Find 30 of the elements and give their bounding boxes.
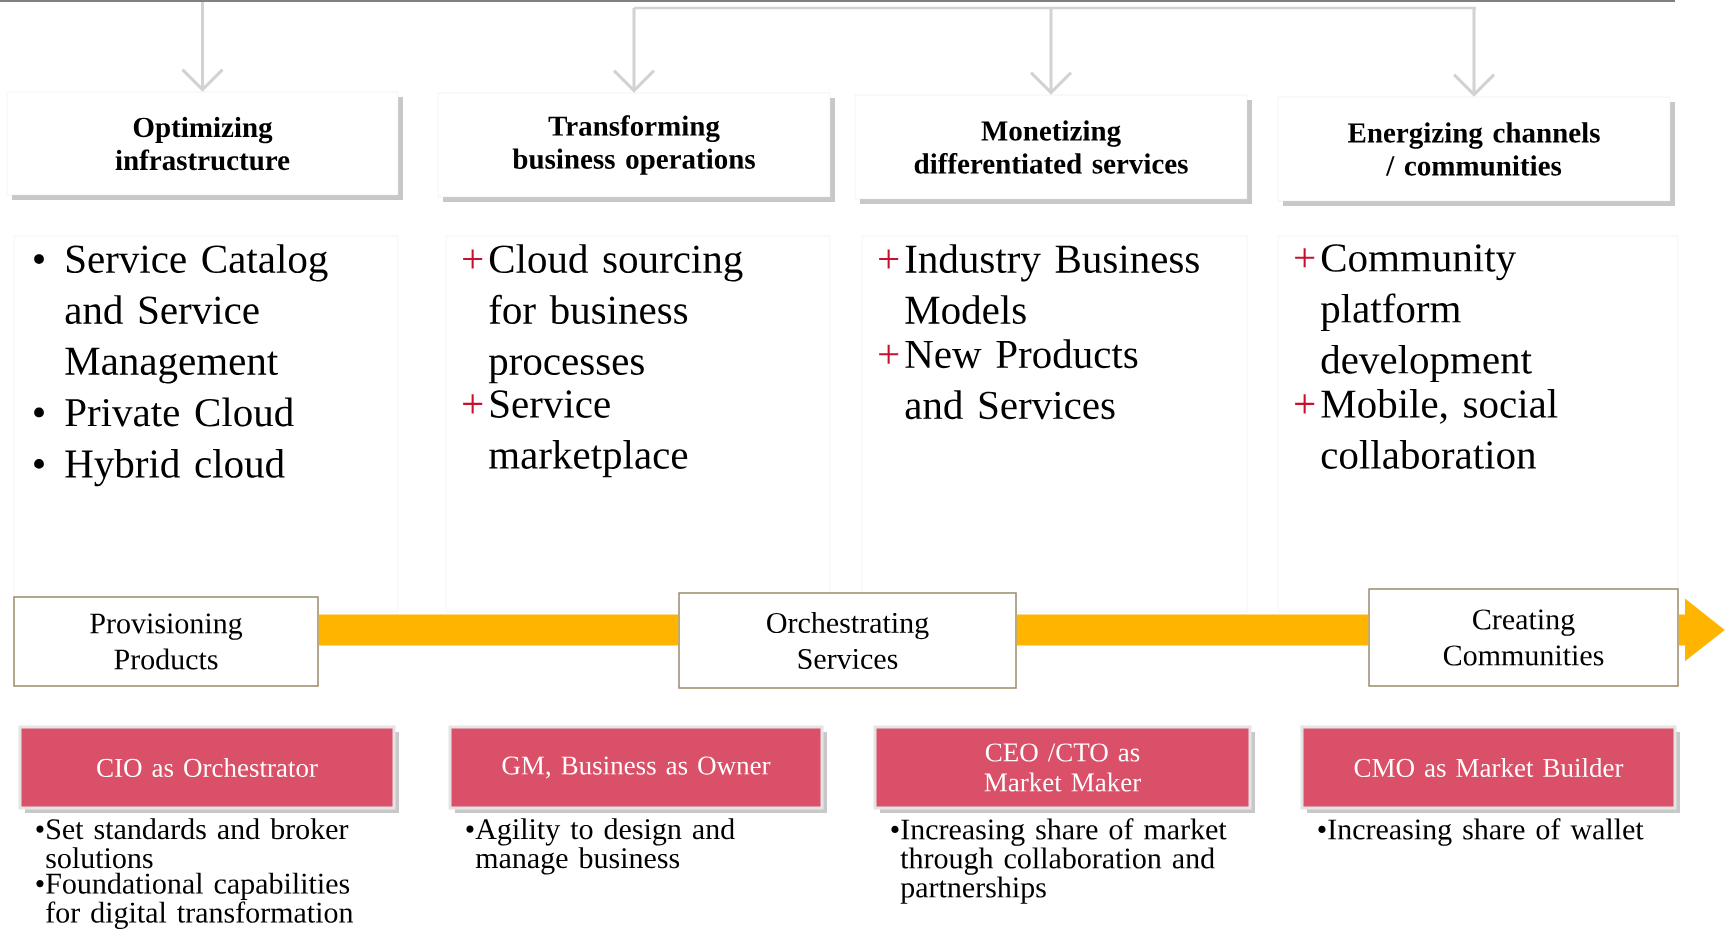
header-box: Energizing channels / communities	[1277, 96, 1675, 206]
bullet-note: •Foundational capabilities for digital transformation	[36, 872, 354, 929]
list-item: • Private Cloud	[34, 397, 294, 427]
arrow	[1452, 8, 1496, 97]
connector-line	[634, 6, 1476, 10]
role-box: CMO as Market Builder	[1300, 725, 1680, 813]
arrow	[612, 8, 656, 93]
header-box: Optimizing infrastructure	[6, 91, 403, 200]
list-item: + New Products and Services	[879, 339, 1138, 420]
stage-box: Creating Communities	[1368, 588, 1679, 687]
arrow	[1029, 8, 1073, 95]
list-item: • Service Catalog and Service Management	[34, 244, 328, 384]
list-item: + Community platform development	[1295, 244, 1532, 383]
stage-box: Provisioning Products	[13, 596, 319, 687]
role-box: GM, Business as Owner	[448, 725, 827, 813]
list-item: • Hybrid cloud	[34, 449, 285, 487]
bullet-note: •Set standards and broker solutions	[36, 818, 349, 869]
role-box: CEO /CTO as Market Maker	[873, 725, 1255, 813]
list-item: + Mobile, social collaboration	[1295, 389, 1558, 469]
stage-box: Orchestrating Services	[678, 592, 1017, 689]
list-item: + Industry Business Models	[879, 244, 1199, 325]
header-box: Monetizing differentiated services	[854, 94, 1252, 204]
arrow	[181, 2, 224, 92]
bullet-note: •Increasing share of market through collaboration and partnerships	[891, 818, 1227, 904]
role-box: CIO as Orchestrator	[18, 725, 399, 813]
list-item: + Cloud sourcing for business processes	[463, 244, 743, 384]
bullet-note: •Agility to design and manage business	[466, 818, 735, 875]
header-box: Transforming business operations	[437, 92, 835, 202]
bullet-note: •Increasing share of wallet	[1318, 818, 1644, 846]
list-item: + Service marketplace	[463, 390, 688, 478]
